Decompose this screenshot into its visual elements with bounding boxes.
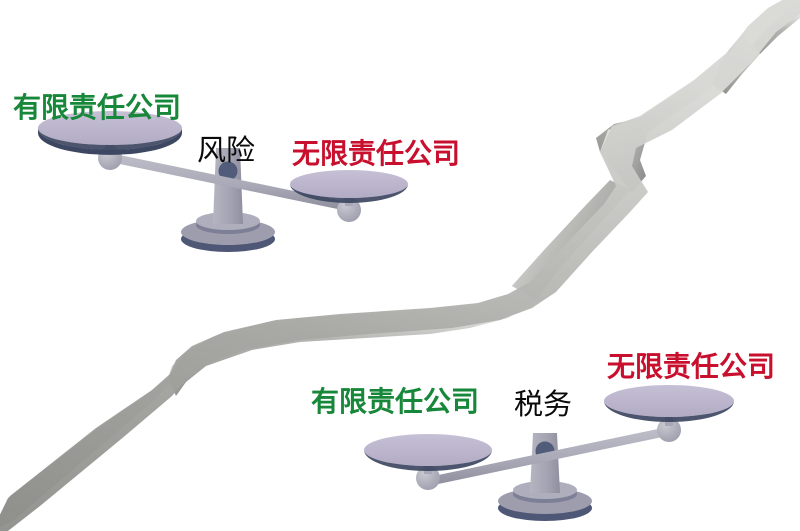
tax-balance-scale bbox=[364, 385, 734, 521]
tax-scale-left-label: 有限责任公司 bbox=[311, 385, 480, 418]
risk-balance-scale bbox=[38, 111, 408, 252]
left-pan-connector bbox=[416, 466, 440, 490]
tax-scale-center-label: 税务 bbox=[514, 387, 573, 421]
risk-scale-left-label: 有限责任公司 bbox=[13, 91, 182, 124]
right-pan-underside bbox=[290, 184, 408, 203]
left-pan-rim bbox=[38, 128, 182, 155]
left-pan-underside bbox=[38, 128, 182, 150]
scale-beam bbox=[105, 152, 352, 212]
right-pan-connector bbox=[657, 418, 681, 442]
left-pan-dish bbox=[38, 111, 182, 145]
tax-scale-right-label: 无限责任公司 bbox=[607, 350, 776, 383]
right-pan-dish bbox=[604, 385, 734, 417]
left-pan-dish bbox=[364, 434, 492, 466]
left-pan-underside bbox=[364, 450, 492, 471]
risk-scale-center-label: 风险 bbox=[197, 133, 256, 167]
right-pan-dish bbox=[290, 170, 408, 198]
right-pan-connector bbox=[337, 198, 361, 222]
scale-beam bbox=[424, 426, 672, 487]
right-pan-underside bbox=[604, 401, 734, 422]
scale-pivot-dot bbox=[218, 161, 238, 181]
risk-scale-right-label: 无限责任公司 bbox=[292, 137, 461, 170]
